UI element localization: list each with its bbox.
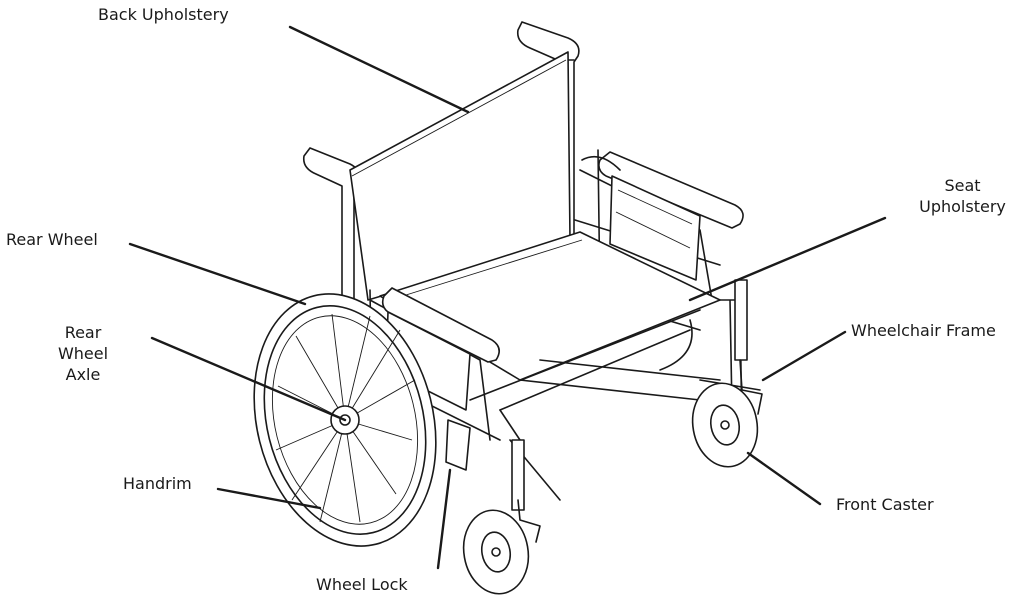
leader-seat-upholstery (688, 216, 887, 302)
label-seat-upholstery-line1: Seat (944, 176, 981, 195)
label-rear-wheel-axle-line2: Wheel (57, 344, 109, 363)
cross-braces (469, 309, 721, 411)
label-wheel-lock: Wheel Lock (316, 575, 408, 594)
front-post-left (511, 439, 525, 511)
label-rear-wheel: Rear Wheel (6, 230, 98, 249)
label-rear-wheel-axle-line3: Axle (65, 365, 101, 384)
wheel-lock-drawing (445, 419, 471, 471)
front-caster-left-drawing (462, 499, 541, 595)
leader-front-caster (746, 451, 822, 506)
label-rear-wheel-axle-line1: Rear (64, 323, 102, 342)
far-side-panel (609, 175, 701, 281)
label-seat-upholstery: Seat Upholstery (905, 175, 1020, 217)
far-rear-wheel (581, 155, 693, 371)
front-post-right (734, 279, 748, 361)
leader-back-upholstery (288, 25, 470, 114)
label-handrim: Handrim (123, 474, 192, 493)
label-wheelchair-frame: Wheelchair Frame (851, 321, 996, 340)
leader-rear-wheel (128, 242, 307, 306)
label-front-caster: Front Caster (836, 495, 934, 514)
label-seat-upholstery-line2: Upholstery (919, 197, 1006, 216)
label-back-upholstery: Back Upholstery (98, 5, 229, 24)
leader-handrim (216, 487, 322, 510)
leader-wheel-lock (436, 468, 452, 570)
leader-rear-wheel-axle (150, 336, 347, 422)
leader-wheelchair-frame (761, 330, 847, 382)
far-armrest (598, 151, 744, 229)
near-armrest (381, 287, 500, 363)
label-rear-wheel-axle: Rear Wheel Axle (48, 322, 118, 385)
front-caster-right-drawing (691, 359, 763, 468)
